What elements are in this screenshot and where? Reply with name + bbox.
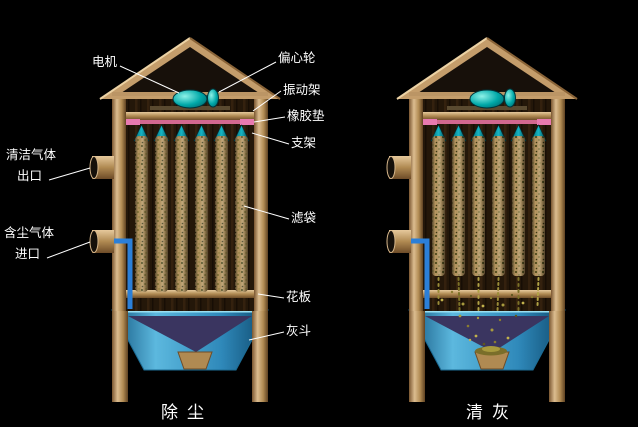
leader-ash-hopper — [248, 331, 285, 341]
leader-filter-bag — [243, 205, 290, 220]
label-dusty-gas-line1: 含尘气体 — [4, 226, 55, 240]
leader-vibrating-frame — [252, 90, 282, 112]
label-rubber-pad: 橡胶垫 — [287, 109, 325, 123]
leader-clean-gas-outlet — [48, 167, 91, 181]
label-ash-hopper: 灰斗 — [286, 324, 312, 338]
caption-dust-collection: 除尘 — [161, 403, 213, 422]
caption-ash-cleaning: 清灰 — [466, 403, 518, 422]
leader-lines — [46, 61, 290, 341]
label-dusty-gas-line2: 进口 — [15, 247, 41, 261]
label-eccentric-wheel: 偏心轮 — [278, 51, 316, 65]
falling-dust — [437, 277, 540, 356]
label-bracket: 支架 — [291, 136, 317, 150]
label-vibrating-frame: 振动架 — [283, 83, 321, 97]
leader-dusty-gas-inlet — [46, 241, 91, 259]
label-clean-gas-line2: 出口 — [17, 169, 43, 183]
label-motor: 电机 — [92, 55, 118, 69]
label-filter-bag: 滤袋 — [291, 211, 317, 225]
label-clean-gas-line1: 清洁气体 — [6, 148, 57, 162]
leader-rubber-pad — [253, 116, 286, 123]
label-perforated-plate: 花板 — [286, 290, 312, 304]
leader-perforated-plate — [257, 293, 285, 299]
left-unit-dust-collection — [90, 38, 280, 402]
leader-eccentric-wheel — [218, 61, 277, 93]
right-unit-ash-cleaning — [387, 38, 577, 402]
leader-bracket — [251, 132, 290, 145]
leader-motor — [119, 65, 180, 94]
